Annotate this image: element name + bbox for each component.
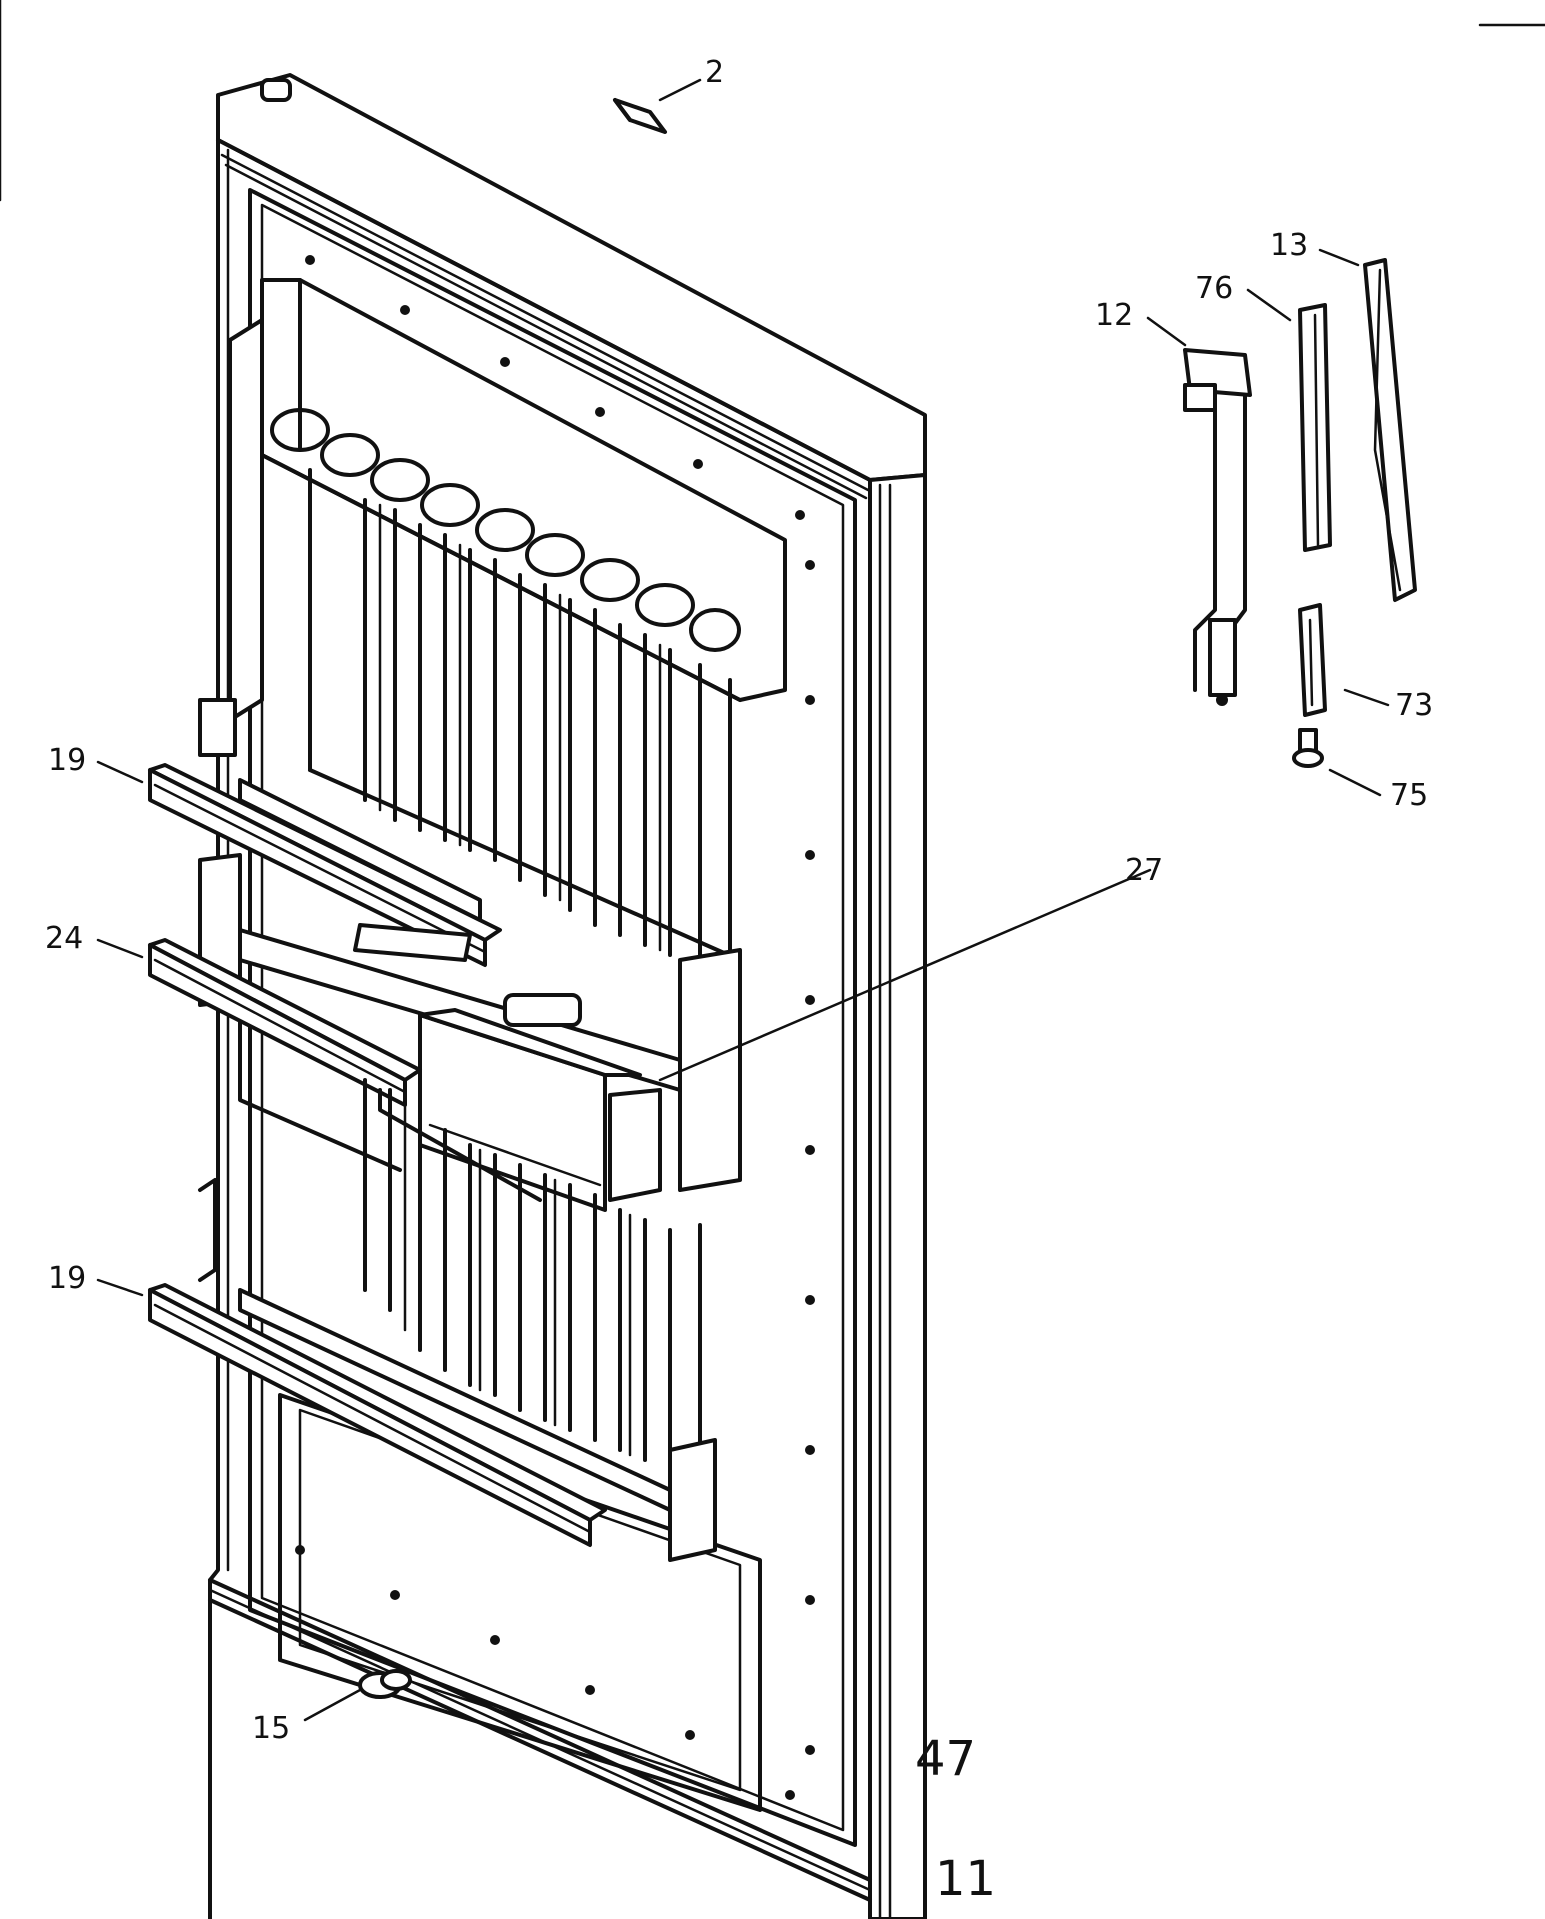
callout-19-upper: 19 — [48, 743, 86, 778]
callout-76: 76 — [1195, 271, 1233, 306]
callout-19-lower: 19 — [48, 1261, 86, 1296]
callout-73: 73 — [1395, 688, 1433, 723]
callout-75: 75 — [1390, 778, 1428, 813]
part-2 — [613, 98, 667, 134]
leader-lines — [96, 78, 1390, 1722]
shelf-bar-upper — [148, 763, 502, 967]
callout-27: 27 — [1125, 853, 1163, 888]
callout-11: 11 — [935, 1851, 996, 1907]
hinge-parts — [1183, 258, 1417, 768]
door-frame — [208, 73, 927, 1919]
callout-47: 47 — [915, 1731, 976, 1787]
callout-15: 15 — [252, 1711, 290, 1746]
part-15 — [358, 1669, 412, 1699]
callout-2: 2 — [705, 55, 724, 90]
upper-ribs — [308, 468, 742, 1192]
callout-24: 24 — [45, 921, 83, 956]
shelf-bar-lower — [148, 1283, 672, 1547]
lower-ribs — [198, 1078, 717, 1562]
callout-12: 12 — [1095, 298, 1133, 333]
callout-labels: 2 13 76 12 73 75 19 27 24 19 15 47 11 — [45, 55, 1433, 1907]
middle-section — [198, 853, 682, 1212]
shelf-bar-middle — [148, 938, 422, 1107]
callout-13: 13 — [1270, 228, 1308, 263]
